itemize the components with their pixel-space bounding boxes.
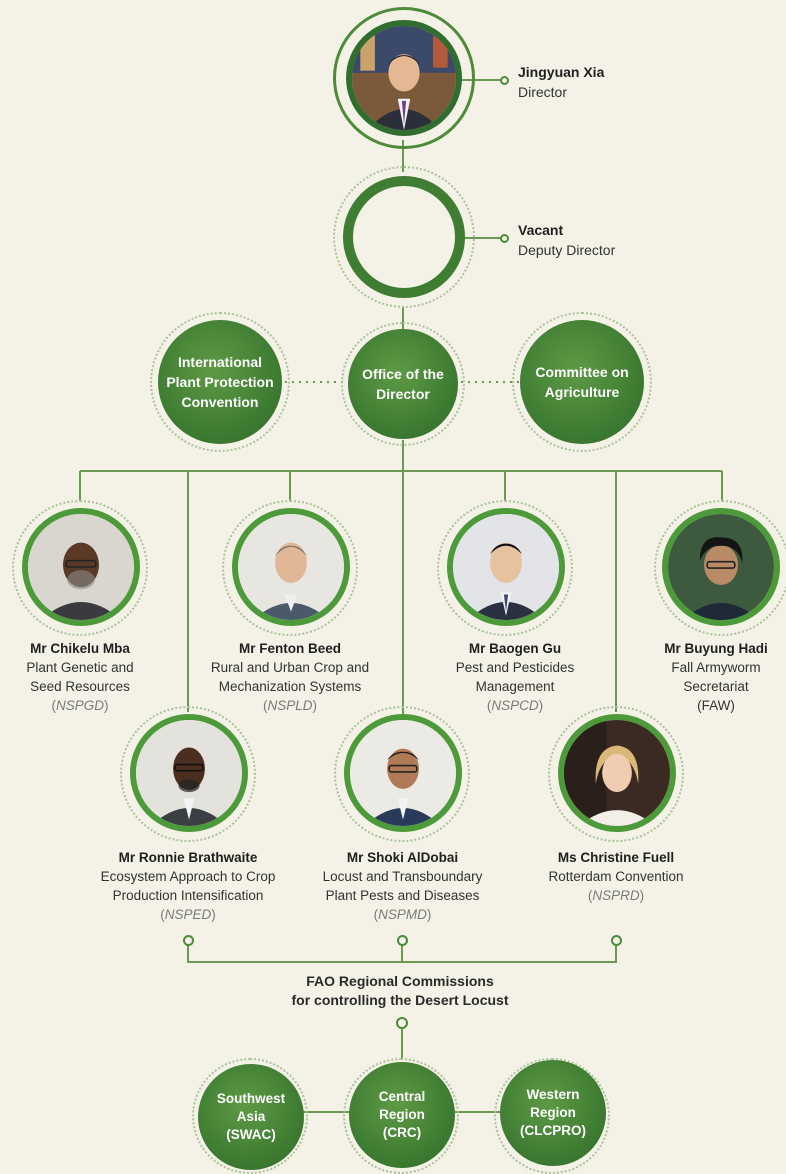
beed-role-1: Rural and Urban Crop and	[210, 660, 370, 675]
gu-role-2: Management	[475, 679, 555, 694]
brathwaite-label: Mr Ronnie Brathwaite Ecosystem Approach …	[78, 848, 298, 924]
hadi-code: FAW	[701, 698, 731, 713]
fao-connector-dot	[396, 1017, 408, 1029]
aldobai-photo	[344, 714, 462, 832]
gu-code: NSPCD	[491, 698, 539, 713]
deputy-role: Deputy Director	[518, 242, 616, 258]
swac-line-2: Asia	[236, 1109, 266, 1124]
ippc-node: International Plant Protection Conventio…	[158, 320, 282, 444]
hadi-role-2: Secretariat	[683, 679, 749, 694]
ippc-line-1: International	[177, 354, 262, 370]
crc-line-3: (CRC)	[382, 1125, 422, 1140]
director-label: Jingyuan Xia Director	[518, 62, 604, 102]
beed-role-2: Mechanization Systems	[218, 679, 362, 694]
clcpro-line-2: Region	[530, 1105, 576, 1120]
brathwaite-code: NSPED	[164, 907, 212, 922]
mba-role-1: Plant Genetic and	[26, 660, 134, 675]
ippc-ring	[150, 312, 290, 452]
ippc-line-3: Convention	[181, 394, 259, 410]
hadi-role-1: Fall Armyworm	[671, 660, 761, 675]
fao-title-line-1: FAO Regional Commissions	[306, 973, 494, 989]
director-connector-dot	[500, 76, 509, 85]
office-line-2: Director	[376, 386, 430, 402]
office-node: Office of the Director	[348, 329, 458, 439]
fuell-photo	[558, 714, 676, 832]
gu-role-1: Pest and Pesticides	[455, 660, 575, 675]
coag-node: Committee on Agriculture	[520, 320, 644, 444]
crc-line-1: Central	[378, 1089, 426, 1104]
brathwaite-photo	[130, 714, 248, 832]
director-photo	[346, 20, 462, 136]
fuell-label: Ms Christine Fuell Rotterdam Convention …	[526, 848, 706, 905]
brathwaite-connector-dot	[183, 935, 194, 946]
gu-label: Mr Baogen Gu Pest and Pesticides Managem…	[425, 639, 605, 715]
coag-line-1: Committee on	[535, 364, 629, 380]
ippc-line-2: Plant Protection	[166, 374, 274, 390]
beed-label: Mr Fenton Beed Rural and Urban Crop and …	[190, 639, 390, 715]
brathwaite-name: Mr Ronnie Brathwaite	[118, 850, 258, 865]
deputy-photo-vacant	[343, 176, 465, 298]
clcpro-line-1: Western	[526, 1087, 580, 1102]
fuell-role-1: Rotterdam Convention	[548, 869, 684, 884]
mba-name: Mr Chikelu Mba	[30, 641, 130, 656]
fuell-ring	[548, 706, 684, 842]
aldobai-name: Mr Shoki AlDobai	[346, 850, 459, 865]
mba-role-2: Seed Resources	[30, 679, 130, 694]
swac-node: Southwest Asia (SWAC)	[198, 1064, 304, 1170]
coag-line-2: Agriculture	[544, 384, 620, 400]
deputy-name: Vacant	[518, 222, 564, 238]
mba-ring	[12, 500, 148, 636]
aldobai-label: Mr Shoki AlDobai Locust and Transboundar…	[300, 848, 505, 924]
hadi-label: Mr Buyung Hadi Fall Armyworm Secretariat…	[646, 639, 786, 715]
aldobai-ring	[334, 706, 470, 842]
hadi-photo	[662, 508, 780, 626]
coag-ring	[512, 312, 652, 452]
mba-photo	[22, 508, 140, 626]
office-line-1: Office of the	[362, 366, 444, 382]
aldobai-role-2: Plant Pests and Diseases	[325, 888, 480, 903]
director-ring	[333, 7, 475, 149]
gu-photo	[447, 508, 565, 626]
mba-code: NSPGD	[55, 698, 104, 713]
aldobai-code: NSPMD	[378, 907, 427, 922]
crc-node: Central Region (CRC)	[349, 1062, 455, 1168]
brathwaite-role-1: Ecosystem Approach to Crop	[100, 869, 276, 884]
office-ring	[341, 322, 465, 446]
fao-title-line-2: for controlling the Desert Locust	[291, 992, 509, 1008]
deputy-label: Vacant Deputy Director	[518, 220, 615, 260]
mba-label: Mr Chikelu Mba Plant Genetic and Seed Re…	[0, 639, 160, 715]
hadi-ring	[654, 500, 786, 636]
crc-line-2: Region	[379, 1107, 425, 1122]
director-name: Jingyuan Xia	[518, 64, 605, 80]
gu-name: Mr Baogen Gu	[468, 641, 562, 656]
aldobai-role-1: Locust and Transboundary	[322, 869, 483, 884]
gu-ring	[437, 500, 573, 636]
deputy-connector-dot	[500, 234, 509, 243]
beed-code: NSPLD	[267, 698, 313, 713]
beed-ring	[222, 500, 358, 636]
beed-photo	[232, 508, 350, 626]
swac-line-3: (SWAC)	[226, 1127, 276, 1142]
deputy-ring-dotted	[333, 166, 475, 308]
hadi-name: Mr Buyung Hadi	[664, 641, 768, 656]
beed-name: Mr Fenton Beed	[238, 641, 341, 656]
brathwaite-role-2: Production Intensification	[112, 888, 264, 903]
swac-line-1: Southwest	[216, 1091, 286, 1106]
fuell-connector-dot	[611, 935, 622, 946]
aldobai-connector-dot	[397, 935, 408, 946]
brathwaite-ring	[120, 706, 256, 842]
fao-commissions-title: FAO Regional Commissions for controlling…	[200, 972, 600, 1010]
director-role: Director	[518, 84, 568, 100]
clcpro-node: Western Region (CLCPRO)	[500, 1060, 606, 1166]
fuell-name: Ms Christine Fuell	[557, 850, 675, 865]
fuell-code: NSPRD	[592, 888, 640, 903]
clcpro-line-3: (CLCPRO)	[520, 1123, 586, 1138]
